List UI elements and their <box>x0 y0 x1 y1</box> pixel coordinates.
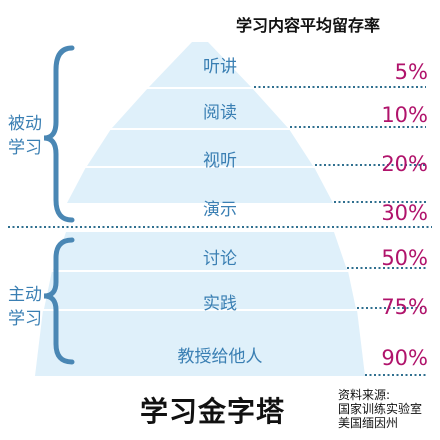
level-label-6: 实践 <box>203 294 237 314</box>
rate-value-3: 20% <box>381 152 428 176</box>
rate-value-2: 10% <box>381 103 428 127</box>
pyramid-layer-2 <box>112 88 288 128</box>
rate-value-4: 30% <box>381 201 428 225</box>
passive-brace <box>43 45 75 223</box>
level-label-7: 教授给他人 <box>177 347 263 367</box>
pyramid-layer-6 <box>44 271 356 309</box>
pyramid-layer-4 <box>67 167 333 203</box>
level-label-1: 听讲 <box>203 57 237 77</box>
source-note: 资料来源: 国家训练实验室 美国缅因州 <box>338 388 423 430</box>
pyramid-layer-5 <box>53 232 347 270</box>
rate-value-6: 75% <box>381 295 428 319</box>
passive-learning-label: 被动 学习 <box>8 114 42 158</box>
pyramid-layer-7 <box>35 310 365 376</box>
pyramid-layer-1 <box>149 42 251 87</box>
active-brace <box>43 237 75 365</box>
retention-header: 学习内容平均留存率 <box>236 16 381 35</box>
diagram-title: 学习金字塔 <box>140 395 286 428</box>
rate-value-7: 90% <box>381 346 428 370</box>
pyramid-layer-3 <box>87 129 313 166</box>
rate-value-5: 50% <box>381 246 428 270</box>
rate-value-1: 5% <box>394 60 428 84</box>
level-label-3: 视听 <box>203 151 237 171</box>
level-label-5: 讨论 <box>203 249 237 269</box>
level-label-2: 阅读 <box>203 103 237 123</box>
level-label-4: 演示 <box>203 200 237 220</box>
active-learning-label: 主动 学习 <box>8 285 42 329</box>
